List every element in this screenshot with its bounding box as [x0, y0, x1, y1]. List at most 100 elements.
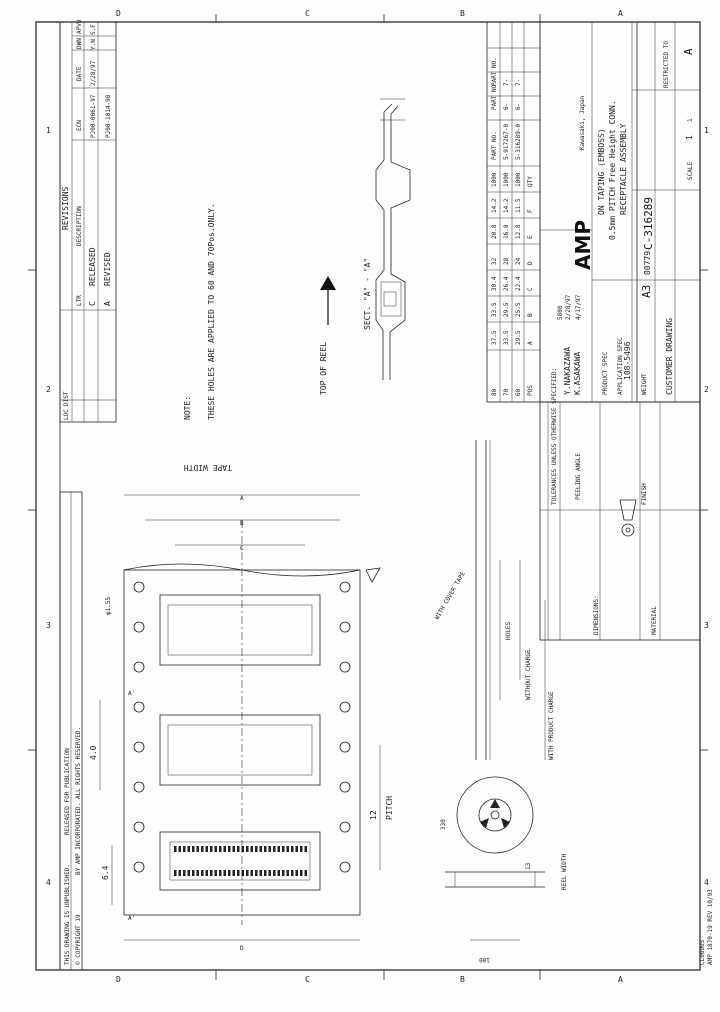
weight-label: WEIGHT [641, 373, 648, 395]
table-header: C [527, 287, 534, 291]
top-of-reel-arrow [320, 276, 336, 325]
restricted-label: RESTRICTED TO [663, 41, 670, 88]
connector-pin [210, 870, 213, 876]
section-mark-a-bottom: A' [128, 915, 135, 922]
zone-bottom-a: A [618, 975, 623, 984]
connector-pin [277, 870, 280, 876]
connector-pin [187, 870, 190, 876]
revisions-title: REVISIONS [61, 186, 70, 230]
connector-pin [246, 846, 249, 852]
rev1-apvd: S.F [90, 24, 97, 35]
rev-header-desc: DESCRIPTION [76, 206, 83, 246]
zone-left-1: 1 [46, 126, 51, 135]
table-cell: 14.2 [491, 198, 498, 213]
zone-top-c: C [305, 9, 310, 18]
connector-pin [196, 870, 199, 876]
connector-pin [192, 870, 195, 876]
table-cell: 11.5 [515, 198, 522, 213]
zone-right-4: 4 [704, 878, 709, 887]
connector-pin [300, 870, 303, 876]
rev1-ltr: C [88, 301, 97, 306]
rev-header-ltr: LTR [76, 295, 83, 306]
copyright-line3: BY AMP INCORPORATED. ALL RIGHTS RESERVED… [75, 727, 82, 875]
table-header: B [527, 313, 534, 317]
customer-drawing: CUSTOMER DRAWING [665, 318, 674, 395]
connector-pin [268, 846, 271, 852]
rev-value: A [682, 48, 695, 55]
peeling-label: PEELING ANGLE [575, 453, 582, 500]
connector-pins [174, 846, 307, 876]
rev2-ltr: A [103, 301, 112, 306]
connector-pin [246, 870, 249, 876]
connector-pin [205, 870, 208, 876]
table-cell: 25.5 [515, 302, 522, 317]
connector-pin [174, 846, 177, 852]
connector-pin [255, 870, 258, 876]
size-value: A3 [640, 285, 653, 298]
connector-pin [237, 870, 240, 876]
prod-spec-label: PRODUCT SPEC [602, 351, 609, 395]
part-number-cell: 5-917267-0 [503, 123, 510, 160]
rev-header-apvd: APVD [76, 19, 83, 34]
title-line2: 0.5mm PITCH Free Height CONN. [608, 100, 617, 240]
connector-pin [219, 870, 222, 876]
table-cell: 14.2 [503, 198, 510, 213]
form-number: AMP 1870-19 REV 10/93 [707, 889, 714, 965]
table-header: QTY [527, 176, 534, 187]
zone-top-b: B [460, 9, 465, 18]
title-line1: ON TAPING (EMBOSS) [597, 128, 606, 215]
finish-label: FINISH [641, 483, 648, 505]
connector-pin [232, 870, 235, 876]
table-cell: 22.4 [515, 276, 522, 291]
rev-header-dwn: DWN [76, 38, 83, 49]
connector-pin [214, 846, 217, 852]
zone-top-d: D [116, 9, 121, 18]
revisions-loc: LOC [63, 409, 70, 420]
with-cover-label: WITH COVER TAPE [434, 570, 467, 621]
with-product-label: WITH PRODUCT CHARGE [548, 691, 555, 760]
pitch-label: PITCH [385, 796, 394, 820]
connector-pin [201, 846, 204, 852]
part-number-header: PART NO. [491, 57, 498, 86]
checked-by: K.ASAKAWA [573, 351, 582, 395]
zone-ticks [28, 14, 708, 980]
table-cell: 1000 [491, 172, 498, 187]
without-charge-label: WITHOUT CHARGE [525, 649, 532, 700]
connector-pin [268, 870, 271, 876]
connector-pin [178, 846, 181, 852]
connector-pin [192, 846, 195, 852]
rev-header-ecn: ECN [76, 120, 83, 131]
company-logo: AMP [571, 220, 595, 270]
table-cell: 60 [515, 388, 522, 396]
sprocket-holes-right [339, 581, 351, 873]
app-spec-number: 108-5496 [623, 341, 632, 380]
form-code: CL00005 [699, 939, 706, 965]
rev2-ecn: PJ00-1014-98 [105, 94, 112, 138]
connector-pin [205, 846, 208, 852]
title-block [539, 21, 701, 641]
connector-pin [273, 846, 276, 852]
connector-pin [264, 846, 267, 852]
copyright-line2: © COPYRIGHT 19 [75, 914, 82, 965]
note-triangle-mark [365, 567, 381, 583]
zone-left-4: 4 [46, 878, 51, 887]
table-cell: 70 [503, 388, 510, 396]
table-header: D [527, 261, 534, 265]
rev1-ecn: PJ00-0061-97 [90, 94, 97, 138]
part-number-header: PART NO. [491, 81, 498, 110]
part-number-header: PART NO. [491, 131, 498, 160]
revisions-dist: DIST [63, 391, 70, 406]
dim-b-label: B [240, 520, 244, 527]
table-header: E [527, 235, 534, 239]
tolerances-label: TOLERANCES UNLESS OTHERWISE SPECIFIED: [551, 368, 558, 505]
connector-pin [214, 870, 217, 876]
drawn-date: 2/28/97 [565, 294, 572, 320]
table-cell: 80 [491, 388, 498, 396]
top-of-reel-label: TOP OF REEL [319, 342, 328, 395]
revisions-block: REVISIONS LOC DIST LTR DESCRIPTION ECN D… [59, 19, 117, 423]
zone-left-2: 2 [46, 385, 51, 394]
notes-block: NOTE: THESE HOLES ARE APPLIED TO 60 AND … [183, 203, 216, 420]
rev1-date: 2/28/97 [90, 60, 97, 86]
material-label: MATERIAL [651, 606, 658, 635]
